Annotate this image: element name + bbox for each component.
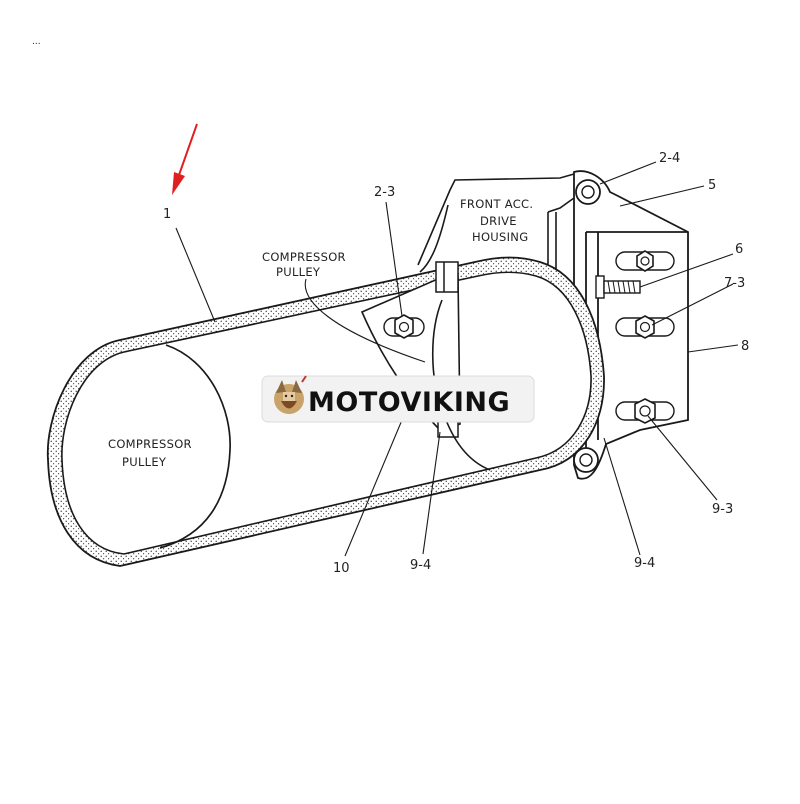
label-part-1: 1 [163,207,171,222]
leader-lines [175,161,739,557]
red-arrow-icon [172,123,198,195]
caption-compressor-pulley-left: COMPRESSOR PULLEY [108,437,192,469]
wing-nut-2-3 [383,314,425,339]
label-part-5: 5 [708,178,716,193]
svg-text:PULLEY: PULLEY [122,455,167,469]
caption-compressor-pulley-top: COMPRESSOR PULLEY [262,250,346,279]
bracket-slot-middle [615,315,675,339]
label-part-8: 8 [741,339,749,354]
compressor-pulley-left [159,344,231,549]
bracket-ear-bottom [573,447,599,473]
label-part-7-3: 7-3 [724,276,745,291]
label-part-10: 10 [333,561,350,576]
label-part-9-4-left: 9-4 [410,558,431,573]
bracket-slot-bottom [615,398,675,424]
bracket-slot-top [615,250,675,272]
viking-logo-icon [274,375,307,414]
svg-text:COMPRESSOR: COMPRESSOR [108,437,192,451]
svg-text:PULLEY: PULLEY [276,265,321,279]
svg-text:HOUSING: HOUSING [472,230,528,244]
adjusting-bolt [595,275,641,299]
label-part-9-3: 9-3 [712,502,733,517]
watermark-banner: MOTOVIKING [261,375,535,423]
label-part-2-3: 2-3 [374,185,395,200]
watermark-text: MOTOVIKING [308,387,510,418]
label-part-6: 6 [735,242,743,257]
label-part-2-4: 2-4 [659,151,680,166]
label-part-9-4-right: 9-4 [634,556,655,571]
corner-mark: ... [32,37,41,47]
caption-front-housing: FRONT ACC. DRIVE HOUSING [460,197,533,244]
svg-text:DRIVE: DRIVE [480,214,517,228]
bracket-ear-top [575,179,601,205]
svg-text:COMPRESSOR: COMPRESSOR [262,250,346,264]
svg-text:FRONT ACC.: FRONT ACC. [460,197,533,211]
